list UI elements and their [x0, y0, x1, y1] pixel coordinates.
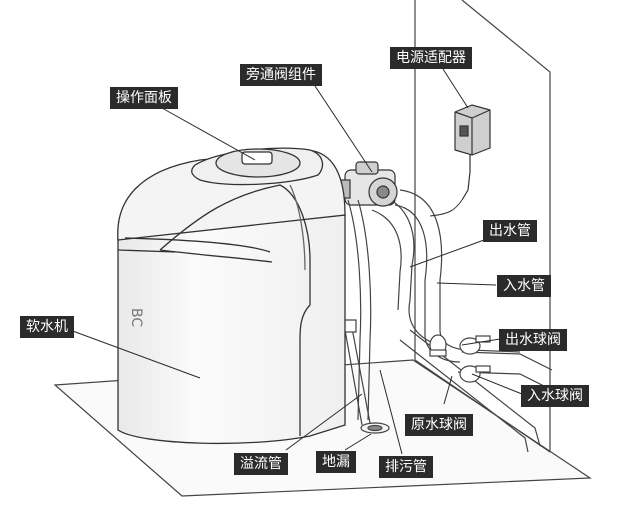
power-adapter: [429, 104, 491, 217]
label-floor-drain: 地漏: [316, 451, 356, 473]
label-bypass-valve: 旁通阀组件: [240, 64, 322, 86]
label-raw-ball-valve: 原水球阀: [405, 414, 473, 436]
leader-lines: [69, 68, 523, 455]
softener-unit: [117, 147, 346, 445]
floor-drain: [360, 422, 390, 434]
label-outlet-ball-valve: 出水球阀: [499, 329, 567, 351]
label-overflow-pipe: 溢流管: [234, 453, 288, 475]
bypass-valve-assembly: [339, 161, 398, 207]
product-mark: BC: [128, 308, 144, 327]
water-pipes: [371, 189, 553, 453]
ball-valve-inlet: [459, 365, 491, 383]
label-outlet-pipe: 出水管: [483, 220, 537, 242]
label-drain-pipe: 排污管: [379, 456, 433, 478]
ball-valve-raw: [429, 334, 447, 357]
label-inlet-ball-valve: 入水球阀: [521, 385, 589, 407]
label-power-adapter: 电源适配器: [390, 47, 472, 69]
overflow-and-drain-hoses: [341, 199, 372, 426]
label-control-panel: 操作面板: [110, 87, 178, 109]
label-inlet-pipe: 入水管: [497, 275, 551, 297]
label-softener: 软水机: [20, 316, 74, 338]
